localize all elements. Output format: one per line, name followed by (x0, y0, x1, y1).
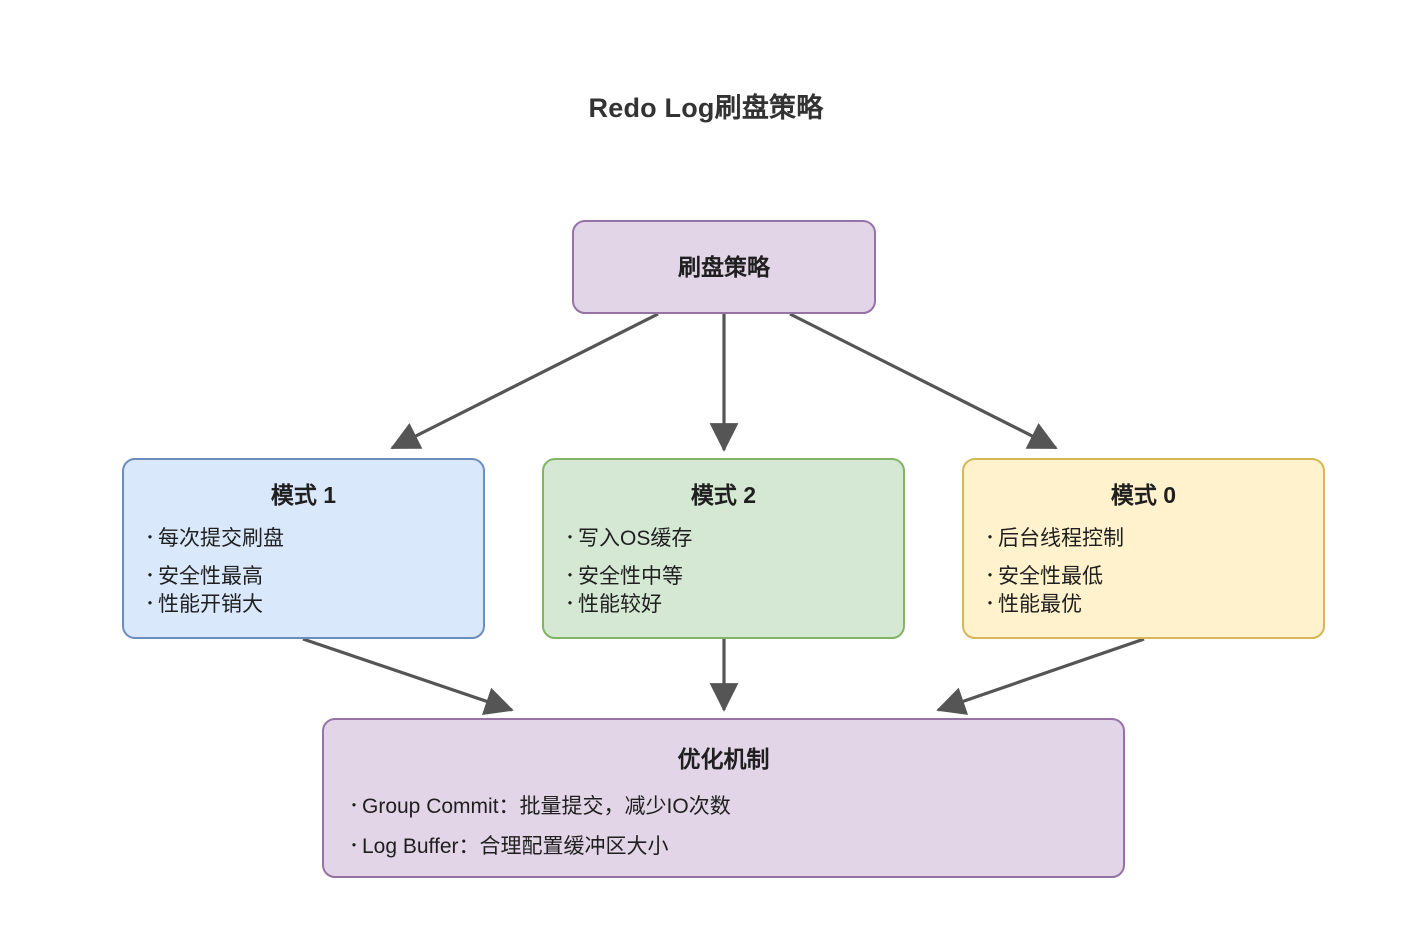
node-optimize-bullets: ・Group Commit：批量提交，减少IO次数 ・Log Buffer：合理… (324, 796, 1123, 857)
list-item-label: Log Buffer：合理配置缓冲区大小 (362, 834, 669, 858)
bullet-dot-icon: ・ (562, 529, 579, 547)
node-optimization-mechanism[interactable]: 优化机制 ・Group Commit：批量提交，减少IO次数 ・Log Buff… (322, 718, 1125, 878)
list-item: ・Group Commit：批量提交，减少IO次数 (346, 796, 1123, 817)
edge-mode0-to-optimize (936, 637, 1145, 715)
list-item: ・Log Buffer：合理配置缓冲区大小 (346, 836, 1123, 857)
node-mode-2[interactable]: 模式 2 ・写入OS缓存 ・安全性中等 ・性能较好 (542, 458, 905, 639)
list-item-label: 性能较好 (578, 592, 662, 616)
node-root-title: 刷盘策略 (678, 254, 770, 280)
list-item-label: Group Commit：批量提交，减少IO次数 (362, 794, 731, 818)
bullet-dot-icon: ・ (562, 595, 579, 613)
list-item-label: 性能开销大 (158, 592, 263, 616)
list-item: ・性能开销大 (142, 594, 483, 615)
node-optimize-title: 优化机制 (677, 746, 770, 772)
list-item-label: 每次提交刷盘 (158, 526, 284, 550)
list-item: ・每次提交刷盘 (142, 528, 483, 549)
edge-root-to-mode1 (390, 312, 659, 450)
list-item-label: 安全性中等 (578, 564, 683, 588)
list-item: ・安全性中等 (562, 566, 903, 587)
node-mode2-bullets: ・写入OS缓存 ・安全性中等 ・性能较好 (544, 528, 903, 615)
node-mode0-bullets: ・后台线程控制 ・安全性最低 ・性能最优 (964, 528, 1323, 615)
list-item: ・性能最优 (982, 594, 1323, 615)
node-mode0-title: 模式 0 (1110, 482, 1177, 508)
list-item-label: 写入OS缓存 (578, 526, 693, 550)
list-item: ・安全性最高 (142, 566, 483, 587)
list-item: ・写入OS缓存 (562, 528, 903, 549)
list-item-label: 安全性最高 (158, 564, 263, 588)
bullet-dot-icon: ・ (982, 567, 999, 585)
bullet-dot-icon: ・ (982, 595, 999, 613)
list-item: ・性能较好 (562, 594, 903, 615)
bullet-dot-icon: ・ (142, 595, 159, 613)
bullet-dot-icon: ・ (562, 567, 579, 585)
node-mode-0[interactable]: 模式 0 ・后台线程控制 ・安全性最低 ・性能最优 (962, 458, 1325, 639)
list-item-label: 安全性最低 (998, 564, 1103, 588)
node-mode-1[interactable]: 模式 1 ・每次提交刷盘 ・安全性最高 ・性能开销大 (122, 458, 485, 639)
node-mode2-title: 模式 2 (690, 482, 757, 508)
bullet-dot-icon: ・ (142, 567, 159, 585)
page-title: Redo Log刷盘策略 (588, 93, 824, 123)
list-item: ・安全性最低 (982, 566, 1323, 587)
node-mode1-title: 模式 1 (270, 482, 337, 508)
bullet-dot-icon: ・ (346, 797, 363, 815)
bullet-dot-icon: ・ (346, 837, 363, 855)
bullet-dot-icon: ・ (142, 529, 159, 547)
list-item: ・后台线程控制 (982, 528, 1323, 549)
list-item-label: 性能最优 (998, 592, 1082, 616)
edge-root-to-mode0 (789, 312, 1058, 450)
list-item-label: 后台线程控制 (998, 526, 1124, 550)
edge-mode1-to-optimize (302, 637, 514, 715)
bullet-dot-icon: ・ (982, 529, 999, 547)
node-mode1-bullets: ・每次提交刷盘 ・安全性最高 ・性能开销大 (124, 528, 483, 615)
node-flush-strategy[interactable]: 刷盘策略 (572, 220, 876, 314)
